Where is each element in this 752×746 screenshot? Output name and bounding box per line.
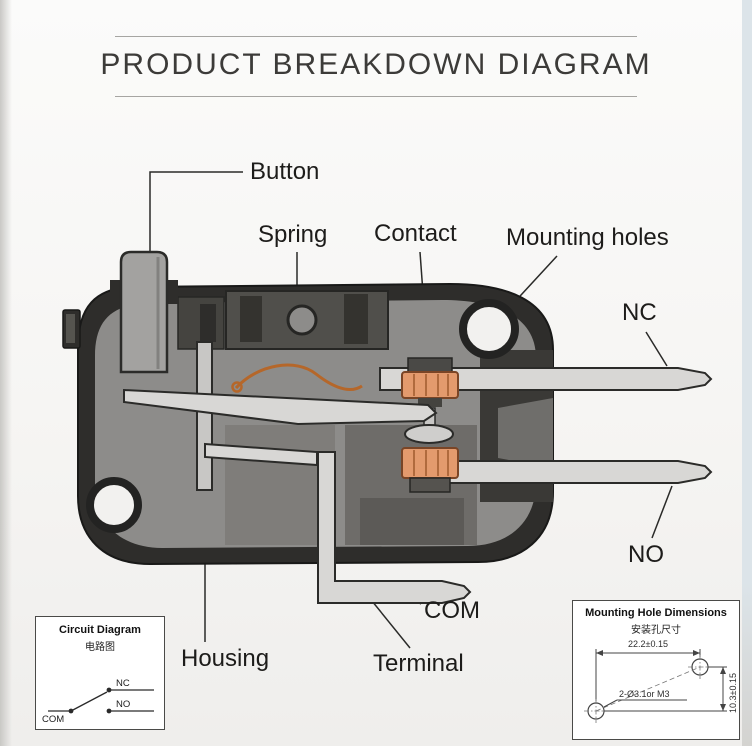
button-part xyxy=(119,250,169,374)
lever-part xyxy=(123,388,438,426)
leader-button xyxy=(149,171,243,278)
horizontal-dimension-lines xyxy=(595,649,701,701)
moving-contact-part xyxy=(404,407,454,444)
label-terminal: Terminal xyxy=(373,650,464,677)
mounting-dimensions-drawing: 22.2±0.15 xyxy=(584,639,738,723)
label-spring: Spring xyxy=(258,221,328,248)
com-terminal-part xyxy=(317,451,472,604)
title-rule-top xyxy=(115,36,637,37)
upper-contact-part xyxy=(401,357,459,407)
mounting-hole-top xyxy=(459,299,519,359)
spring-part xyxy=(231,363,363,393)
circuit-wires xyxy=(48,689,154,712)
no-terminal-part xyxy=(439,460,713,484)
circuit-nc-label: NC xyxy=(116,678,130,689)
label-no: NO xyxy=(628,541,664,568)
circuit-schematic: NC NO COM xyxy=(42,678,154,725)
mounting-dimensions-title: Mounting Hole Dimensions xyxy=(585,607,727,619)
leader-nc xyxy=(645,331,668,367)
circuit-no-label: NO xyxy=(116,699,130,710)
left-edge-shade xyxy=(0,0,12,746)
circuit-diagram-subtitle: 电路图 xyxy=(85,642,115,653)
circuit-contacts xyxy=(68,687,112,714)
circuit-diagram-panel: Circuit Diagram 电路图 NC NO COM xyxy=(35,616,165,730)
leader-no xyxy=(651,485,673,539)
mounting-dimensions-panel: Mounting Hole Dimensions 安装孔尺寸 22.2±0.15 xyxy=(572,600,740,740)
label-contact: Contact xyxy=(374,220,457,247)
label-nc: NC xyxy=(622,299,657,326)
page-title: PRODUCT BREAKDOWN DIAGRAM xyxy=(100,48,652,81)
right-edge-shade xyxy=(742,0,752,746)
plunger-part xyxy=(196,341,213,491)
center-lines xyxy=(584,655,712,723)
label-housing: Housing xyxy=(181,645,270,672)
hole-spec-label: 2-Ø3.1or M3 xyxy=(619,689,670,699)
leader-terminal xyxy=(371,600,411,649)
label-button: Button xyxy=(250,158,320,185)
mounting-dimensions-subtitle: 安装孔尺寸 xyxy=(631,625,681,636)
circuit-diagram-title: Circuit Diagram xyxy=(59,624,141,636)
circuit-com-label: COM xyxy=(42,714,64,725)
vertical-dimension-label: 10.3±0.15 xyxy=(728,673,738,713)
label-com: COM xyxy=(424,597,480,624)
vertical-dimension-lines xyxy=(604,666,727,712)
label-mounting-holes: Mounting holes xyxy=(506,224,669,251)
side-tab xyxy=(62,309,81,349)
horizontal-dimension-label: 22.2±0.15 xyxy=(628,639,668,649)
hole-spec-leader xyxy=(603,699,687,708)
lower-contact-part xyxy=(401,447,459,493)
mounting-hole-bottom xyxy=(86,477,142,533)
title-rule-bottom xyxy=(115,96,637,97)
